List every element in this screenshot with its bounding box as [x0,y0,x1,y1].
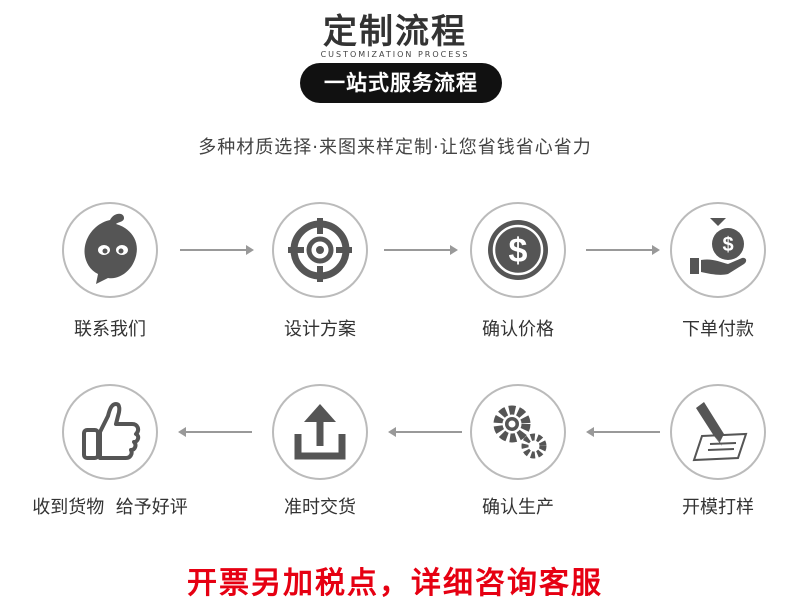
step-review-circle [62,384,158,480]
step-label: 下单付款 [682,319,754,340]
footer-notice: 开票另加税点，详细咨询客服 [187,566,603,601]
step-label: 开模打样 [682,497,754,518]
chat-bubble-icon [84,213,137,284]
arrow-right-icon [384,245,458,255]
arrow-left-icon [388,427,462,437]
step-contact-circle [62,202,158,298]
page-title: 定制流程 [323,12,467,52]
step-sample-circle [670,384,766,480]
svg-text:$: $ [722,234,733,256]
arrow-right-icon [586,245,660,255]
gears-icon [493,405,547,459]
step-payment-circle: $ [670,202,766,298]
pencil-document-icon [692,402,748,462]
tagline: 多种材质选择·来图来样定制·让您省钱省心省力 [198,137,592,158]
svg-text:$: $ [509,232,528,270]
step-label: 联系我们 [74,319,146,340]
step-label: 确认价格 [482,319,554,340]
thumbs-up-icon [82,402,141,460]
step-price-circle: $ [470,202,566,298]
page-subtitle: CUSTOMIZATION PROCESS [320,50,470,59]
arrow-left-icon [178,427,252,437]
step-delivery-circle [272,384,368,480]
step-label: 确认生产 [482,497,554,518]
service-pill: 一站式服务流程 [300,63,502,103]
arrow-right-icon [180,245,254,255]
step-label: 设计方案 [284,319,356,340]
step-label: 收到货物 给予好评 [32,497,188,518]
arrow-left-icon [586,427,660,437]
dollar-coin-icon: $ [488,220,548,280]
target-icon [288,218,352,282]
money-bag-hand-icon: $ [690,218,747,275]
step-label: 准时交货 [284,497,356,518]
step-production-circle [470,384,566,480]
step-design-circle [272,202,368,298]
upload-icon [294,404,346,460]
